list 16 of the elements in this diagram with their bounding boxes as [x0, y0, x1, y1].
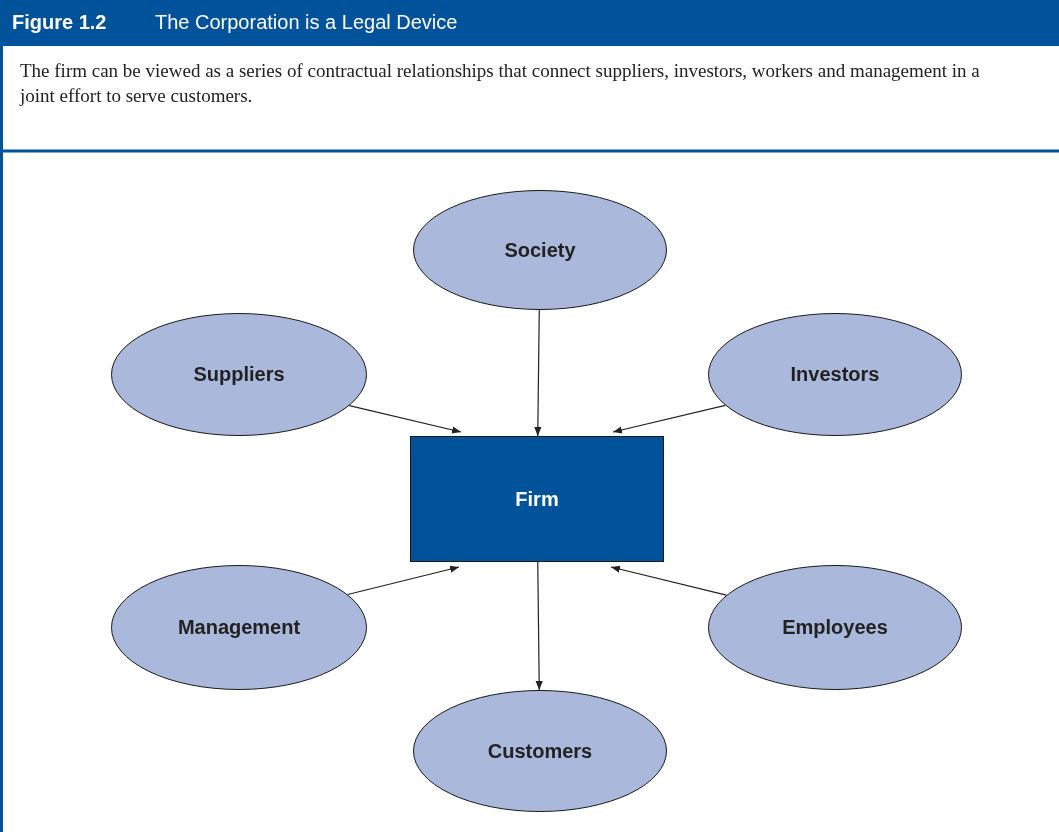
node-label: Suppliers — [193, 363, 285, 386]
node-label: Society — [504, 238, 576, 262]
node-label: Customers — [487, 739, 593, 763]
arrow — [610, 565, 727, 596]
node-label: Investors — [790, 363, 880, 386]
arrow — [535, 561, 543, 691]
arrow — [347, 565, 460, 596]
node-label: Employees — [782, 616, 888, 639]
figure-number: Figure 1.2 — [12, 11, 107, 34]
arrow — [348, 405, 462, 434]
figure-caption: The firm can be viewed as a series of contractual relationships that connect suppliers, investors, workers and management in a joint effort to serve customers. — [20, 59, 981, 108]
node-label: Management — [177, 616, 301, 639]
arrow — [534, 309, 542, 437]
figure-title: The Corporation is a Legal Device — [155, 11, 458, 34]
node-label: Firm — [515, 487, 559, 511]
arrow — [612, 404, 726, 434]
